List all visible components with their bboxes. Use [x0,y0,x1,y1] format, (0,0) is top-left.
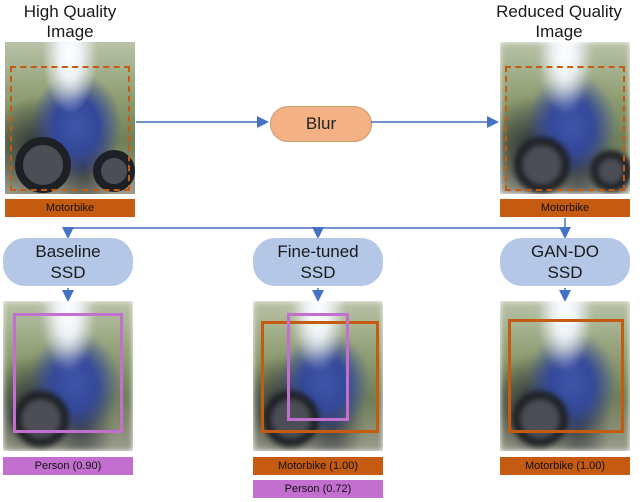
finetuned-motorbike-box [261,321,379,433]
gando-output-image [500,301,630,451]
rq-motorbike-box [505,66,625,191]
baseline-output-image [3,301,133,451]
gando-motorbike-box [508,319,624,433]
hq-motorbike-box [10,66,130,191]
baseline-person-box [13,313,123,433]
reduced-quality-image [500,42,630,194]
blur-node: Blur [270,106,372,142]
gando-label: Motorbike (1.00) [500,457,630,475]
finetuned-person-box [287,313,349,421]
gando-ssd-node: GAN-DO SSD [500,238,630,286]
baseline-label: Person (0.90) [3,457,133,475]
reduced-quality-title: Reduced Quality Image [496,2,622,41]
finetuned-ssd-node: Fine-tuned SSD [253,238,383,286]
finetuned-label-motorbike: Motorbike (1.00) [253,457,383,475]
hq-label: Motorbike [5,199,135,217]
finetuned-output-image [253,301,383,451]
rq-label: Motorbike [500,199,630,217]
finetuned-label-person: Person (0.72) [253,480,383,498]
high-quality-image [5,42,135,194]
high-quality-title: High Quality Image [23,2,117,41]
baseline-ssd-node: Baseline SSD [3,238,133,286]
